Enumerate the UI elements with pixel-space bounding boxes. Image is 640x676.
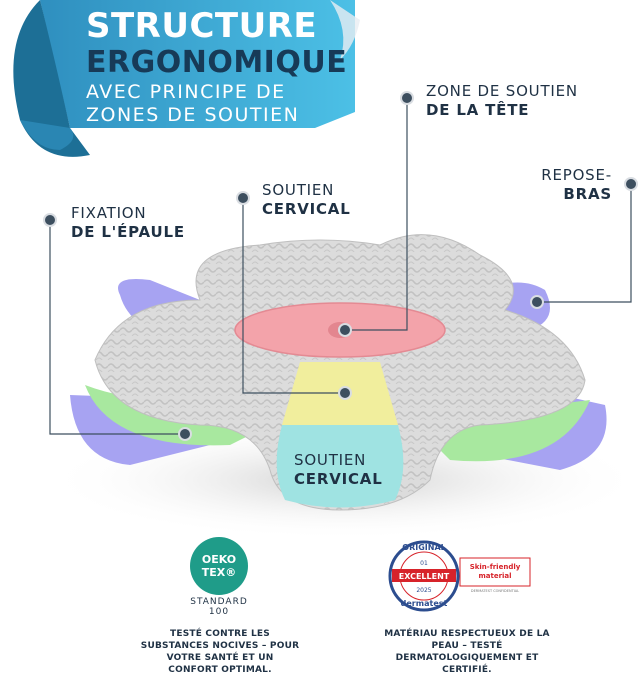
label-cervical-mid-regular: SOUTIEN: [294, 451, 367, 469]
callout-dot-shoulder-target: [178, 427, 192, 441]
oeko-line-2: TEX®: [201, 566, 237, 579]
label-arm-regular: REPOSE-: [541, 166, 612, 184]
label-cervical-top-bold: CERVICAL: [262, 200, 351, 218]
label-arm-bold: BRAS: [563, 185, 612, 203]
derma-grade: EXCELLENT: [399, 572, 450, 581]
derma-box-line-2: material: [478, 572, 511, 580]
derma-desc-line-3: DERMATOLOGIQUEMENT ET: [395, 653, 539, 663]
callout-dot-cervical: [236, 191, 250, 205]
callout-dot-cervical-target: [338, 386, 352, 400]
callout-dot-arm-target: [530, 295, 544, 309]
dermatest-description: MATÉRIAU RESPECTUEUX DE LA PEAU – TESTÉ …: [372, 628, 562, 676]
label-shoulder-bold: DE L'ÉPAULE: [71, 223, 185, 241]
derma-number: 01: [420, 560, 428, 567]
derma-box-small: DERMATEST CONFIDENTIAL: [471, 589, 519, 593]
callout-dot-arm: [624, 177, 638, 191]
oeko-desc-line-2: SUBSTANCES NOCIVES – POUR: [140, 641, 300, 651]
banner-ribbon-shape: [13, 0, 360, 157]
derma-ring-top: ORIGINAL: [402, 543, 445, 552]
derma-ring-bottom: dermatest: [401, 599, 448, 608]
oeko-description: TESTÉ CONTRE LES SUBSTANCES NOCIVES – PO…: [120, 628, 320, 676]
callout-dot-head-target: [338, 323, 352, 337]
oeko-desc-line-3: VOTRE SANTÉ ET UN: [166, 653, 274, 663]
callout-dot-shoulder: [43, 213, 57, 227]
oeko-desc-line-1: TESTÉ CONTRE LES: [170, 629, 270, 639]
label-shoulder: FIXATION DE L'ÉPAULE: [71, 204, 185, 242]
dermatest-seal: ORIGINAL 01 EXCELLENT 2025 dermatest Ski…: [388, 540, 531, 612]
derma-desc-line-4: CERTIFIÉ.: [442, 665, 492, 675]
cervical-zone: [276, 425, 404, 508]
derma-box-line-1: Skin-friendly: [470, 563, 521, 571]
label-head-regular: ZONE DE SOUTIEN: [426, 82, 578, 100]
derma-year: 2025: [416, 587, 431, 594]
label-cervical-top-regular: SOUTIEN: [262, 181, 335, 199]
oeko-standard-line-1: STANDARD: [190, 597, 248, 607]
banner-line-1: STRUCTURE: [86, 6, 318, 46]
oeko-desc-line-4: CONFORT OPTIMAL.: [168, 665, 272, 675]
title-banner: STRUCTURE ERGONOMIQUE AVEC PRINCIPE DE Z…: [0, 0, 360, 170]
label-cervical-mid-bold: CERVICAL: [294, 470, 383, 488]
label-head-bold: DE LA TÊTE: [426, 101, 530, 119]
label-shoulder-regular: FIXATION: [71, 204, 147, 222]
label-head-support: ZONE DE SOUTIEN DE LA TÊTE: [426, 82, 578, 120]
banner-line-2: ERGONOMIQUE: [86, 45, 348, 80]
derma-desc-line-1: MATÉRIAU RESPECTUEUX DE LA: [384, 629, 550, 639]
derma-desc-line-2: PEAU – TESTÉ: [431, 641, 503, 651]
oeko-line-1: OEKO: [201, 553, 237, 566]
oeko-tex-logo: OEKO TEX®: [190, 537, 248, 595]
callout-dot-head: [400, 91, 414, 105]
oeko-standard-line-2: 100: [208, 607, 230, 617]
oeko-standard: STANDARD 100: [180, 597, 258, 617]
banner-line-3: AVEC PRINCIPE DE: [86, 81, 286, 103]
label-cervical-mid: SOUTIEN CERVICAL: [294, 451, 383, 489]
label-arm-rest: REPOSE- BRAS: [510, 166, 612, 204]
banner-line-4: ZONES DE SOUTIEN: [86, 104, 300, 126]
label-cervical-top: SOUTIEN CERVICAL: [262, 181, 351, 219]
